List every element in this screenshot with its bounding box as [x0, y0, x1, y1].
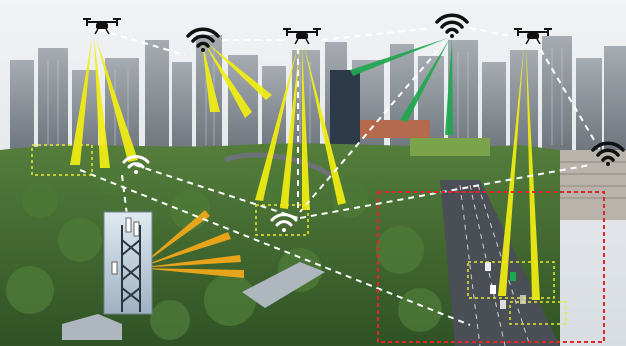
wifi-icon — [186, 27, 220, 52]
pavilion-roof-1 — [242, 262, 325, 308]
yellow-zone-road-bottom — [509, 301, 567, 325]
red-roof-building — [360, 120, 430, 138]
right-apartment-block — [552, 150, 626, 220]
dark-tower-building — [330, 70, 360, 150]
yellow-beams — [70, 38, 540, 300]
yellow-zone-left — [31, 144, 93, 176]
wifi-icon — [435, 13, 469, 38]
drone-icon — [83, 18, 121, 35]
cars — [485, 262, 526, 309]
wifi-icon — [591, 141, 625, 166]
grass-field — [410, 138, 490, 156]
drone-icon — [514, 28, 552, 45]
curved-road — [224, 152, 332, 178]
orange-beams — [138, 210, 244, 278]
red-coverage-zone — [377, 191, 605, 343]
highway — [440, 180, 560, 346]
drone-icon — [283, 28, 321, 45]
green-beams — [350, 38, 453, 135]
yellow-zone-road-top — [467, 261, 555, 299]
cell-tower — [103, 211, 153, 315]
wifi-icon — [270, 213, 298, 232]
pavilion-roof-2 — [62, 314, 122, 340]
yellow-zone-center — [255, 204, 309, 236]
tree-canopy-texture — [6, 166, 442, 340]
wifi-icon — [122, 155, 150, 174]
